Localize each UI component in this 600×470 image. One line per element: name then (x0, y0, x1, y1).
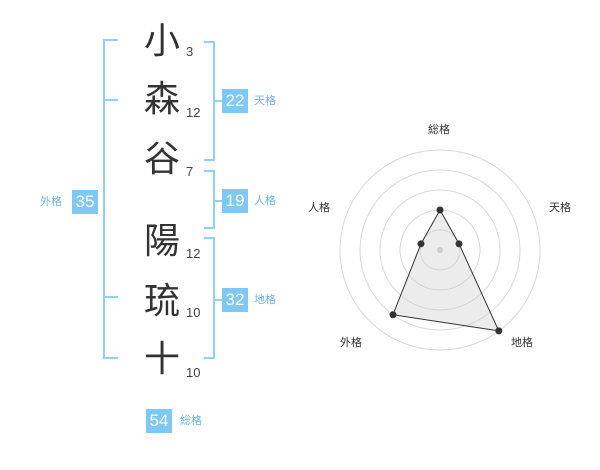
stroke-count-5: 10 (186, 305, 201, 320)
jinkaku-bracket (204, 170, 222, 229)
chikaku-label: 地格 (254, 293, 276, 306)
radar-grid-ring-3 (379, 189, 501, 311)
radar-grid-ring-4 (359, 169, 521, 331)
name-char-6: 十 (143, 339, 180, 380)
soukaku-value: 54 (146, 409, 172, 433)
chikaku-value: 32 (222, 288, 248, 312)
gaikaku-label: 外格 (40, 195, 62, 208)
soukaku-label: 総格 (180, 414, 202, 427)
radar-chart (339, 149, 541, 351)
radar-center-dot (437, 247, 443, 253)
chikaku-bracket (204, 237, 222, 359)
tenkaku-value: 22 (222, 89, 248, 113)
name-char-4: 陽 (143, 221, 180, 262)
radar-grid-ring-1 (419, 229, 461, 271)
stroke-count-1: 3 (186, 44, 194, 59)
radar-axis-label-chikaku: 地格 (511, 336, 533, 349)
name-char-2: 森 (143, 79, 180, 120)
name-char-5: 琉 (143, 281, 180, 322)
stroke-count-6: 10 (186, 365, 201, 380)
radar-axis-label-tenkaku: 天格 (549, 201, 571, 214)
radar-point-2 (455, 240, 463, 248)
tenkaku-bracket (204, 41, 222, 161)
gaikaku-value: 35 (72, 190, 98, 214)
tenkaku-label: 天格 (254, 94, 276, 107)
jinkaku-label: 人格 (254, 194, 276, 207)
radar-axis-label-soukaku: 総格 (428, 123, 450, 136)
radar-point-1 (436, 206, 444, 214)
name-char-3: 谷 (143, 139, 180, 180)
gaikaku-bracket (103, 39, 118, 359)
radar-axis-label-jinkaku: 人格 (308, 201, 330, 214)
jinkaku-value: 19 (222, 189, 248, 213)
radar-grid-ring-5 (339, 149, 541, 351)
radar-point-5 (417, 240, 425, 248)
name-char-1: 小 (143, 21, 180, 62)
stroke-count-2: 12 (186, 105, 201, 120)
radar-point-3 (495, 327, 503, 335)
radar-area (392, 208, 500, 332)
radar-point-4 (389, 311, 397, 319)
stroke-count-4: 12 (186, 246, 201, 261)
stroke-count-3: 7 (186, 164, 194, 179)
radar-axis-label-gaikaku: 外格 (340, 336, 362, 349)
